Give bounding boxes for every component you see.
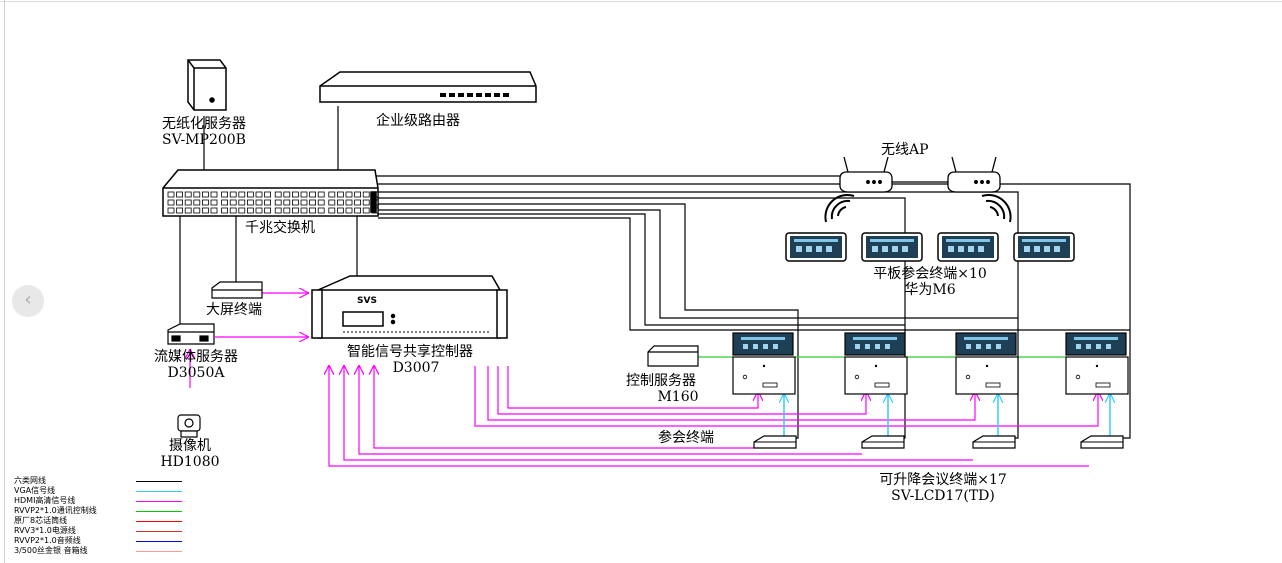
router-icon xyxy=(319,71,537,103)
participant-box-group xyxy=(753,435,1124,449)
legend-label: 3/500丝金银 音箱线 xyxy=(14,546,88,555)
hdmi-lines xyxy=(190,293,1098,467)
legend-item: 3/500丝金银 音箱线 xyxy=(14,546,182,556)
left-border xyxy=(4,0,5,563)
big-screen-terminal-icon xyxy=(211,281,263,299)
lift-terminal-icon xyxy=(732,332,796,395)
streaming-server-label: 流媒体服务器 xyxy=(154,349,238,365)
legend-label: RVVP2*1.0音频线 xyxy=(14,536,81,545)
controller-rack-icon xyxy=(311,275,508,339)
legend-item: HDMI高清信号线 xyxy=(14,496,182,506)
participant-terminal-label: 参会终端 xyxy=(658,430,714,446)
paperless-server-icon xyxy=(187,59,227,111)
vga-lines xyxy=(784,394,1110,436)
legend-item: RVVP2*1.0通讯控制线 xyxy=(14,506,182,516)
participant-terminal-icon xyxy=(753,435,797,449)
participant-terminal-icon xyxy=(1080,435,1124,449)
lift-terminal-label: 可升降会议终端×17 xyxy=(879,472,1007,488)
legend-label: 六类网线 xyxy=(14,476,46,485)
legend-label: RVV3*1.0电源线 xyxy=(14,526,76,535)
switch-icon xyxy=(162,169,379,217)
tablet-group xyxy=(785,232,1075,262)
legend-label: RVVP2*1.0通讯控制线 xyxy=(14,506,97,515)
lift-terminal-group xyxy=(732,332,1129,395)
tablet-model-label: 华为M6 xyxy=(904,282,956,298)
legend-swatch xyxy=(136,531,182,532)
participant-terminal-icon xyxy=(861,435,905,449)
tablet-icon xyxy=(861,232,923,262)
tablet-terminal-label: 平板参会终端×10 xyxy=(873,266,987,282)
top-border xyxy=(0,1,1282,2)
router-label: 企业级路由器 xyxy=(376,113,460,129)
legend-item: RVV3*1.0电源线 xyxy=(14,526,182,536)
legend-item: VGA信号线 xyxy=(14,486,182,496)
lift-terminal-icon xyxy=(1065,332,1129,395)
chevron-left-icon[interactable]: ‹ xyxy=(12,285,44,317)
paperless-server-label: 无纸化服务器 xyxy=(162,116,246,132)
camera-label: 摄像机 xyxy=(169,438,211,454)
legend-item: RVVP2*1.0音频线 xyxy=(14,536,182,546)
participant-terminal-icon xyxy=(972,435,1016,449)
tablet-icon xyxy=(937,232,999,262)
legend-item: 六类网线 xyxy=(14,476,182,486)
tablet-icon xyxy=(785,232,847,262)
legend-swatch xyxy=(136,551,182,552)
wireless-ap-icon xyxy=(839,156,1001,193)
big-screen-label: 大屏终端 xyxy=(206,302,262,318)
paperless-server-model: SV-MP200B xyxy=(162,132,246,148)
lift-terminal-icon xyxy=(844,332,908,395)
controller-brand: SVS xyxy=(357,296,377,306)
camera-icon xyxy=(177,414,201,438)
legend-swatch xyxy=(136,511,182,512)
legend-label: VGA信号线 xyxy=(14,486,56,495)
streaming-server-icon xyxy=(167,323,215,345)
line-legend: 六类网线 VGA信号线 HDMI高清信号线 RVVP2*1.0通讯控制线 原厂8… xyxy=(14,476,182,556)
control-server-label: 控制服务器 xyxy=(626,373,696,389)
legend-item: 原厂8芯话筒线 xyxy=(14,516,182,526)
legend-swatch xyxy=(136,481,182,482)
wireless-ap-label: 无线AP xyxy=(881,142,929,158)
streaming-server-model: D3050A xyxy=(167,365,225,381)
camera-model: HD1080 xyxy=(160,454,220,470)
controller-model-label: D3007 xyxy=(392,360,440,376)
legend-swatch xyxy=(136,521,182,522)
wifi-signal-icon xyxy=(824,194,1012,223)
legend-swatch xyxy=(136,501,182,502)
tablet-icon xyxy=(1013,232,1075,262)
legend-label: 原厂8芯话筒线 xyxy=(14,516,68,525)
legend-swatch xyxy=(136,491,182,492)
legend-swatch xyxy=(136,541,182,542)
legend-label: HDMI高清信号线 xyxy=(14,496,76,505)
lift-terminal-model: SV-LCD17(TD) xyxy=(891,488,995,504)
controller-label: 智能信号共享控制器 xyxy=(347,344,473,360)
lift-terminal-icon xyxy=(955,332,1019,395)
control-server-icon xyxy=(647,345,699,367)
network-lines xyxy=(179,106,1131,439)
switch-label: 千兆交换机 xyxy=(245,220,315,236)
control-server-model: M160 xyxy=(657,389,699,405)
